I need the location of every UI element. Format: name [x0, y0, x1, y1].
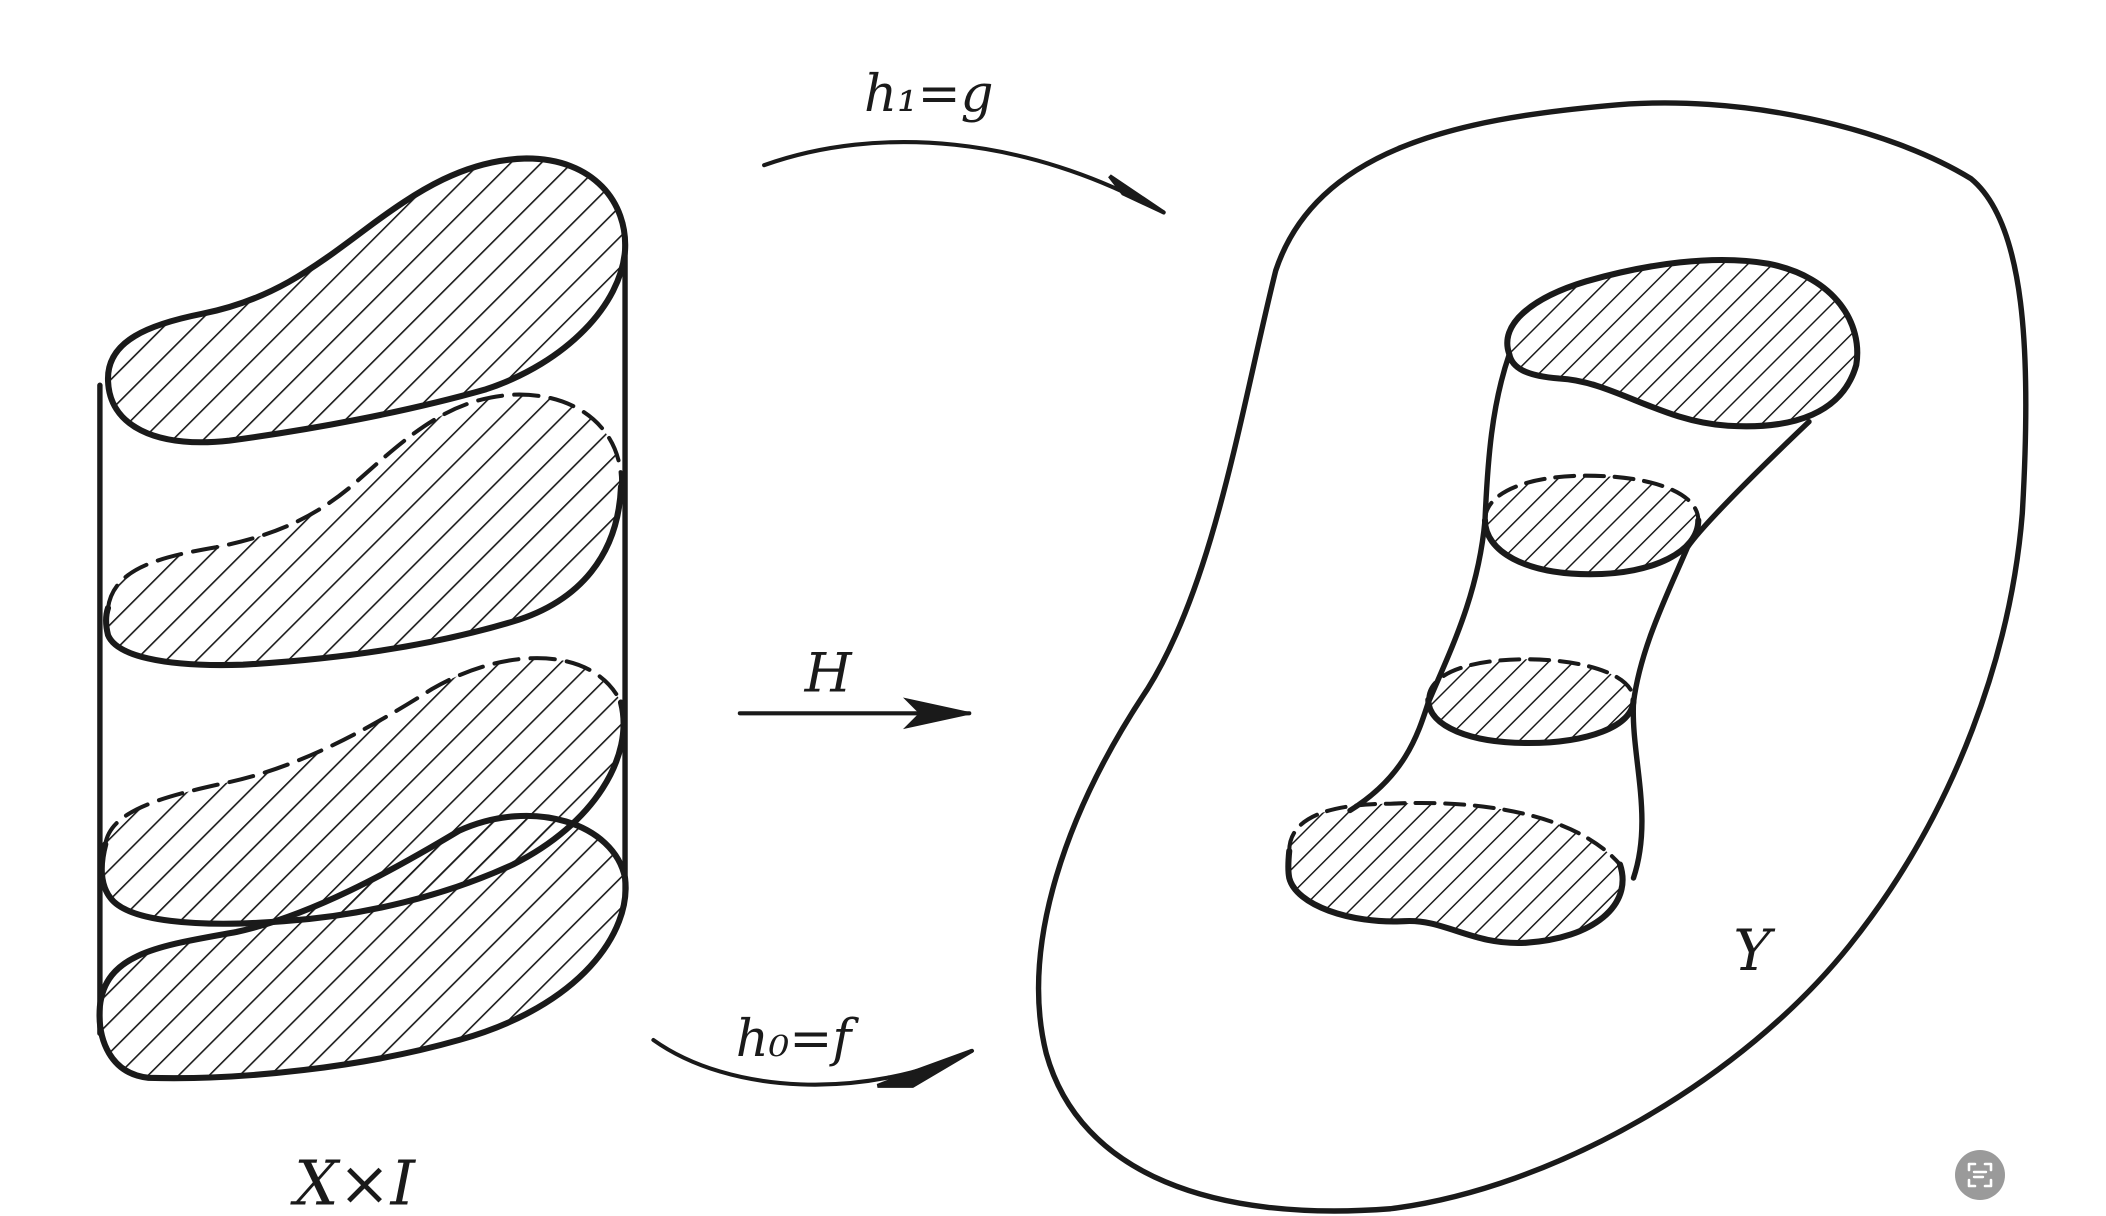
arrow-h0-head [876, 1048, 974, 1088]
slice-second-front-outline [102, 483, 625, 669]
arrow-h1-curve [762, 140, 1166, 215]
arrow-h-head [902, 697, 970, 730]
arrow-h0 [651, 1037, 975, 1088]
text-scan-button[interactable] [1955, 1150, 2005, 1200]
space-y-outer-boundary [1035, 100, 2029, 1214]
slice-second [105, 394, 622, 666]
arrow-h [737, 697, 972, 730]
slice-bottom [96, 812, 629, 1082]
slice-second-back-outline [105, 392, 624, 611]
slice-third-back-outline [103, 656, 624, 847]
slice-top [104, 155, 629, 446]
label-h0-equals-f: h₀=f [736, 1009, 860, 1069]
text-scan-icon [1967, 1162, 1993, 1188]
y-slice-upper-middle-back [1482, 473, 1701, 523]
y-slice-bottom-front [1285, 847, 1626, 946]
y-slice-lower-middle-back [1426, 657, 1636, 702]
arrow-h1 [762, 140, 1166, 215]
y-slice-lower-middle [1428, 659, 1634, 743]
hole-right-side [1630, 419, 1812, 881]
y-slice-bottom [1288, 802, 1623, 943]
slice-third [101, 658, 624, 924]
label-x-times-i: X×I [290, 1147, 416, 1216]
y-slice-upper-middle [1485, 475, 1699, 575]
label-h: H [804, 642, 853, 705]
y-slice-top [1504, 256, 1861, 430]
space-y [1035, 100, 2029, 1214]
hole-left-side [1347, 351, 1513, 814]
y-slice-lower-middle-front [1425, 696, 1637, 747]
label-y: Y [1733, 918, 1775, 984]
y-slice-bottom-back [1287, 800, 1623, 867]
cylinder-x-times-i [96, 155, 629, 1082]
arrow-h1-head [1108, 174, 1165, 215]
y-slice-upper-middle-front [1481, 517, 1702, 578]
slice-third-front-outline [98, 699, 627, 927]
label-h1-equals-g: h₁=g [864, 64, 993, 124]
